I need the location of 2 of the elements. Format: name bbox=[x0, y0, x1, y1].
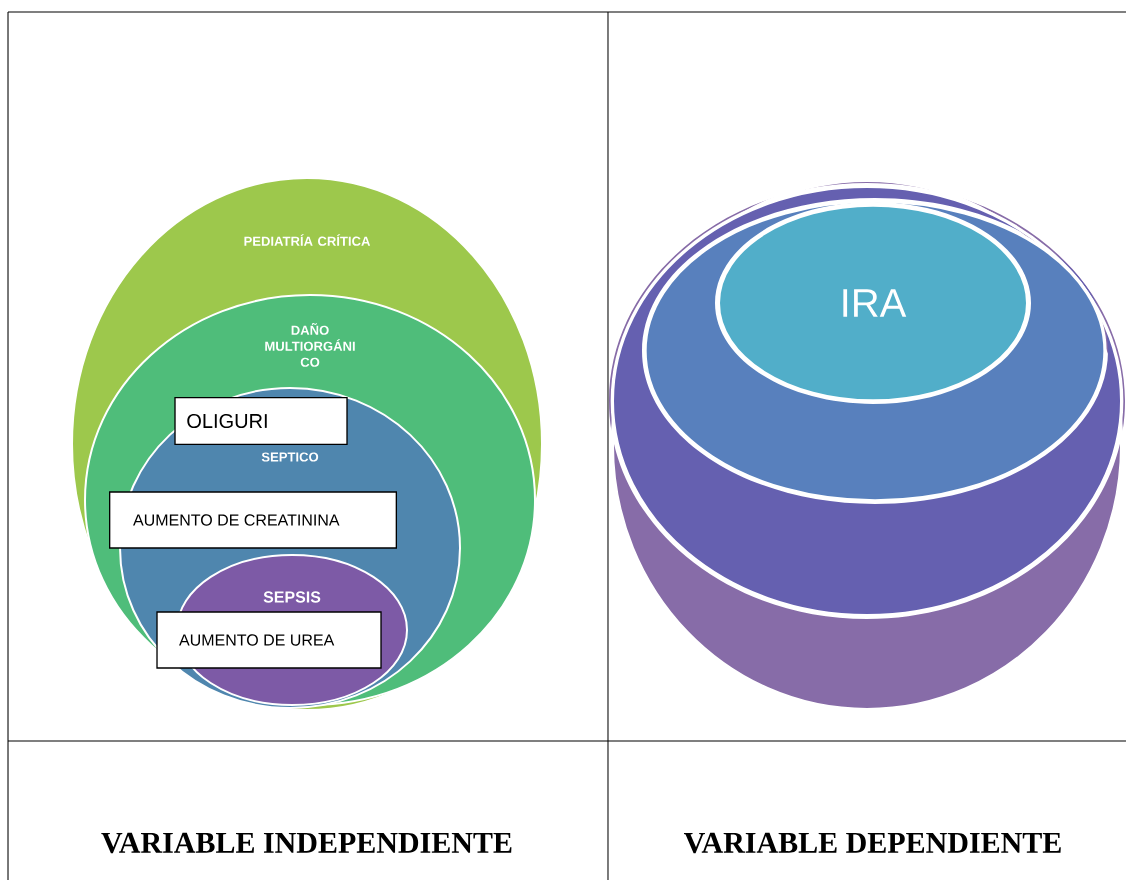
column-heading: VARIABLE INDEPENDIENTE bbox=[101, 832, 512, 854]
column-heading: VARIABLE DEPENDIENTE bbox=[684, 832, 1061, 854]
